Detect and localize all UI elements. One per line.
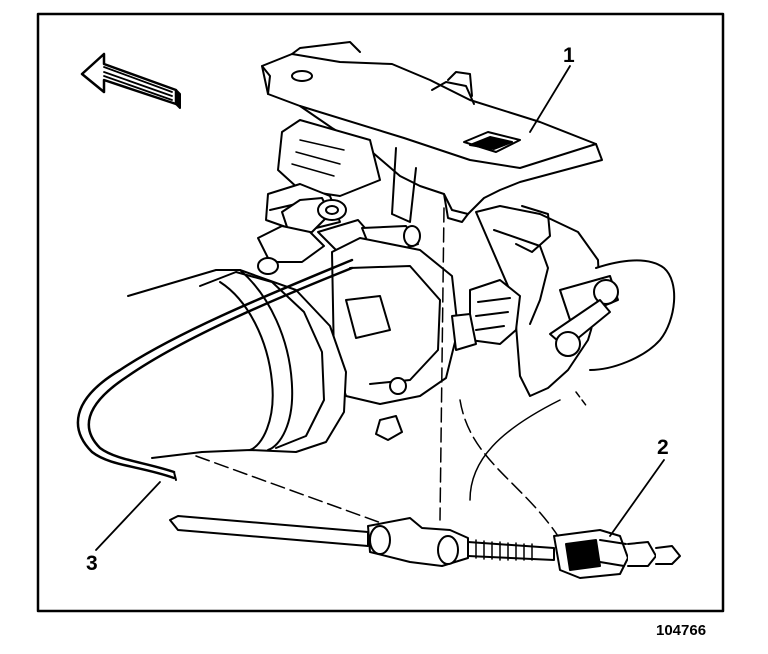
throttle-linkage-cylinder: [549, 259, 676, 371]
callout-leaders: [95, 65, 665, 551]
leader-2: [609, 459, 665, 537]
routing-lines: [195, 207, 589, 537]
figure-number: 104766: [656, 622, 707, 639]
callout-2: 2: [657, 436, 669, 459]
cruise-control-cable: [76, 258, 354, 481]
mounting-bracket: [261, 41, 603, 223]
leader-1: [529, 65, 571, 133]
cable-assembly: [169, 515, 555, 567]
leader-3: [95, 481, 161, 551]
cruise-release-switch: [553, 529, 681, 579]
callout-3: 3: [86, 552, 98, 575]
diagram-frame: [36, 12, 725, 613]
callout-1: 1: [563, 44, 575, 67]
arrow-left-icon: [80, 52, 181, 109]
air-inlet-duct: [127, 269, 347, 459]
